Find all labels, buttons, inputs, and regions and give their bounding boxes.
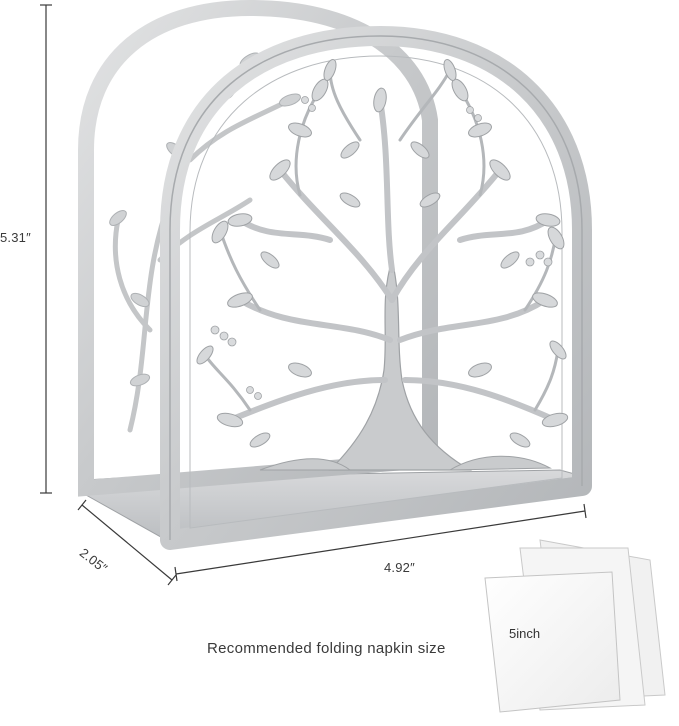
- depth-dimension-line: [77, 499, 177, 586]
- tree-of-life-cutout: [196, 59, 569, 471]
- napkin-size-label: 5inch: [509, 626, 541, 641]
- width-dimension-line: [174, 503, 587, 582]
- front-arch-panel: [160, 26, 592, 550]
- napkin-size-caption: Recommended folding napkin size: [207, 640, 446, 657]
- height-dimension-line: [40, 4, 52, 494]
- height-label: 5.31″: [0, 230, 31, 245]
- width-label: 4.92″: [384, 560, 415, 575]
- napkin-stack: [484, 539, 666, 713]
